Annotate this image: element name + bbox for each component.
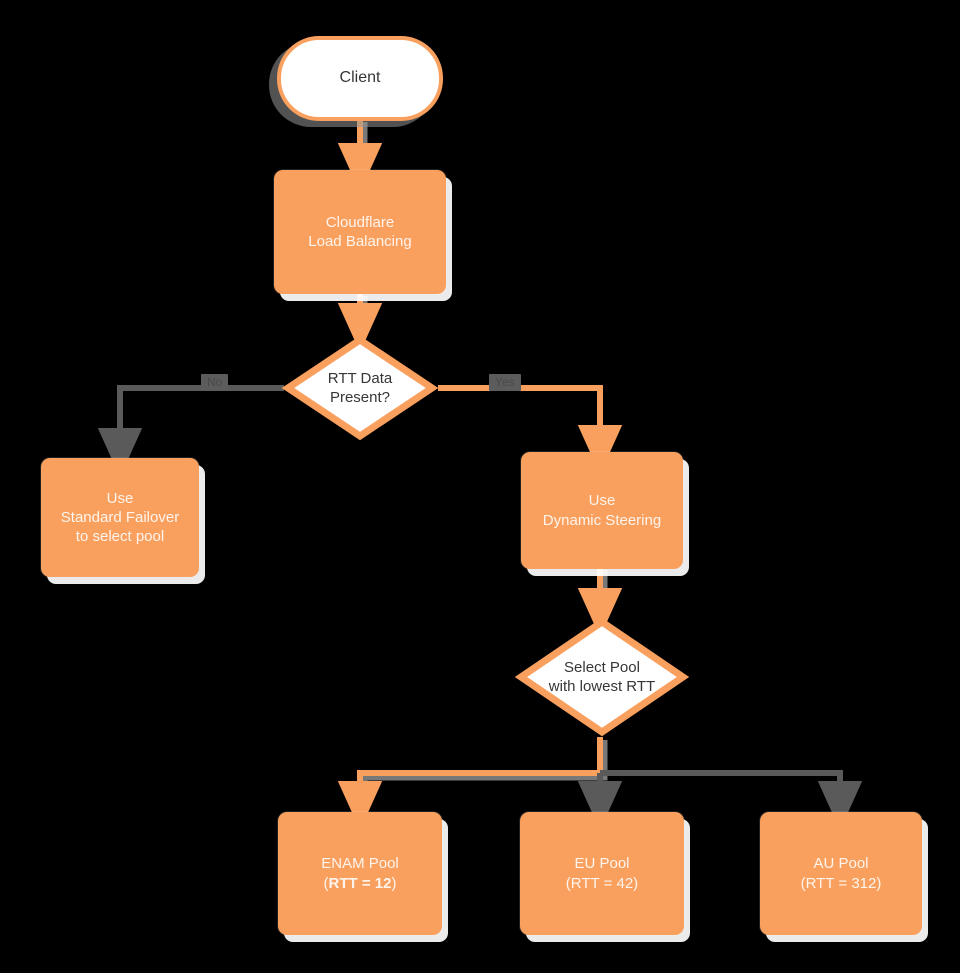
edge-label-no: No <box>201 374 229 392</box>
node-standard-failover[interactable]: Use Standard Failover to select pool <box>41 458 199 577</box>
node-standard-failover-line2: Standard Failover <box>60 508 180 526</box>
node-dynamic-steering[interactable]: Use Dynamic Steering <box>521 452 683 569</box>
node-load-balancing-line1: Cloudflare <box>325 213 395 231</box>
node-eu-pool[interactable]: EU Pool (RTT = 42) <box>520 812 684 935</box>
edge-decision-no-to-standardfailover <box>97 385 284 478</box>
node-enam-pool[interactable]: ENAM Pool (RTT = 12) <box>278 812 442 935</box>
node-dynamic-steering-line1: Use <box>588 492 616 510</box>
node-eu-pool-line1: EU Pool <box>574 855 630 873</box>
node-au-pool[interactable]: AU Pool (RTT = 312) <box>760 812 922 935</box>
node-au-pool-line2: (RTT = 312) <box>800 874 882 892</box>
node-eu-pool-line2: (RTT = 42) <box>565 874 639 892</box>
edge-label-yes: Yes <box>489 374 521 392</box>
node-client[interactable]: Client <box>277 36 443 121</box>
edge-decision-yes-to-dynamicsteering <box>438 385 623 475</box>
node-au-pool-line1: AU Pool <box>813 855 869 873</box>
node-enam-pool-rtt-line: (RTT = 12) <box>321 874 399 893</box>
node-dynamic-steering-line2: Dynamic Steering <box>542 511 662 529</box>
rtt-decision-diamond-shape <box>281 335 439 441</box>
node-client-label: Client <box>339 69 381 87</box>
node-rtt-decision[interactable]: RTT Data Present? <box>281 332 439 444</box>
node-standard-failover-line3: to select pool <box>75 528 165 546</box>
node-enam-pool-line1: ENAM Pool <box>321 855 399 873</box>
node-select-pool[interactable]: Select Pool with lowest RTT <box>514 615 690 739</box>
node-enam-pool-rtt-value: RTT = 12 <box>328 874 392 892</box>
edge-label-no-text: No <box>207 375 223 389</box>
select-pool-diamond-shape <box>514 617 690 737</box>
edge-selectpool-to-au <box>600 770 863 831</box>
node-enam-pool-close-paren: ) <box>391 874 397 892</box>
edge-label-yes-text: Yes <box>495 375 515 389</box>
edge-selectpool-to-enam <box>337 737 603 831</box>
node-load-balancing[interactable]: Cloudflare Load Balancing <box>274 170 446 294</box>
node-standard-failover-line1: Use <box>106 489 134 507</box>
node-load-balancing-line2: Load Balancing <box>308 233 412 250</box>
node-enam-pool-open-paren: ( <box>323 874 329 892</box>
